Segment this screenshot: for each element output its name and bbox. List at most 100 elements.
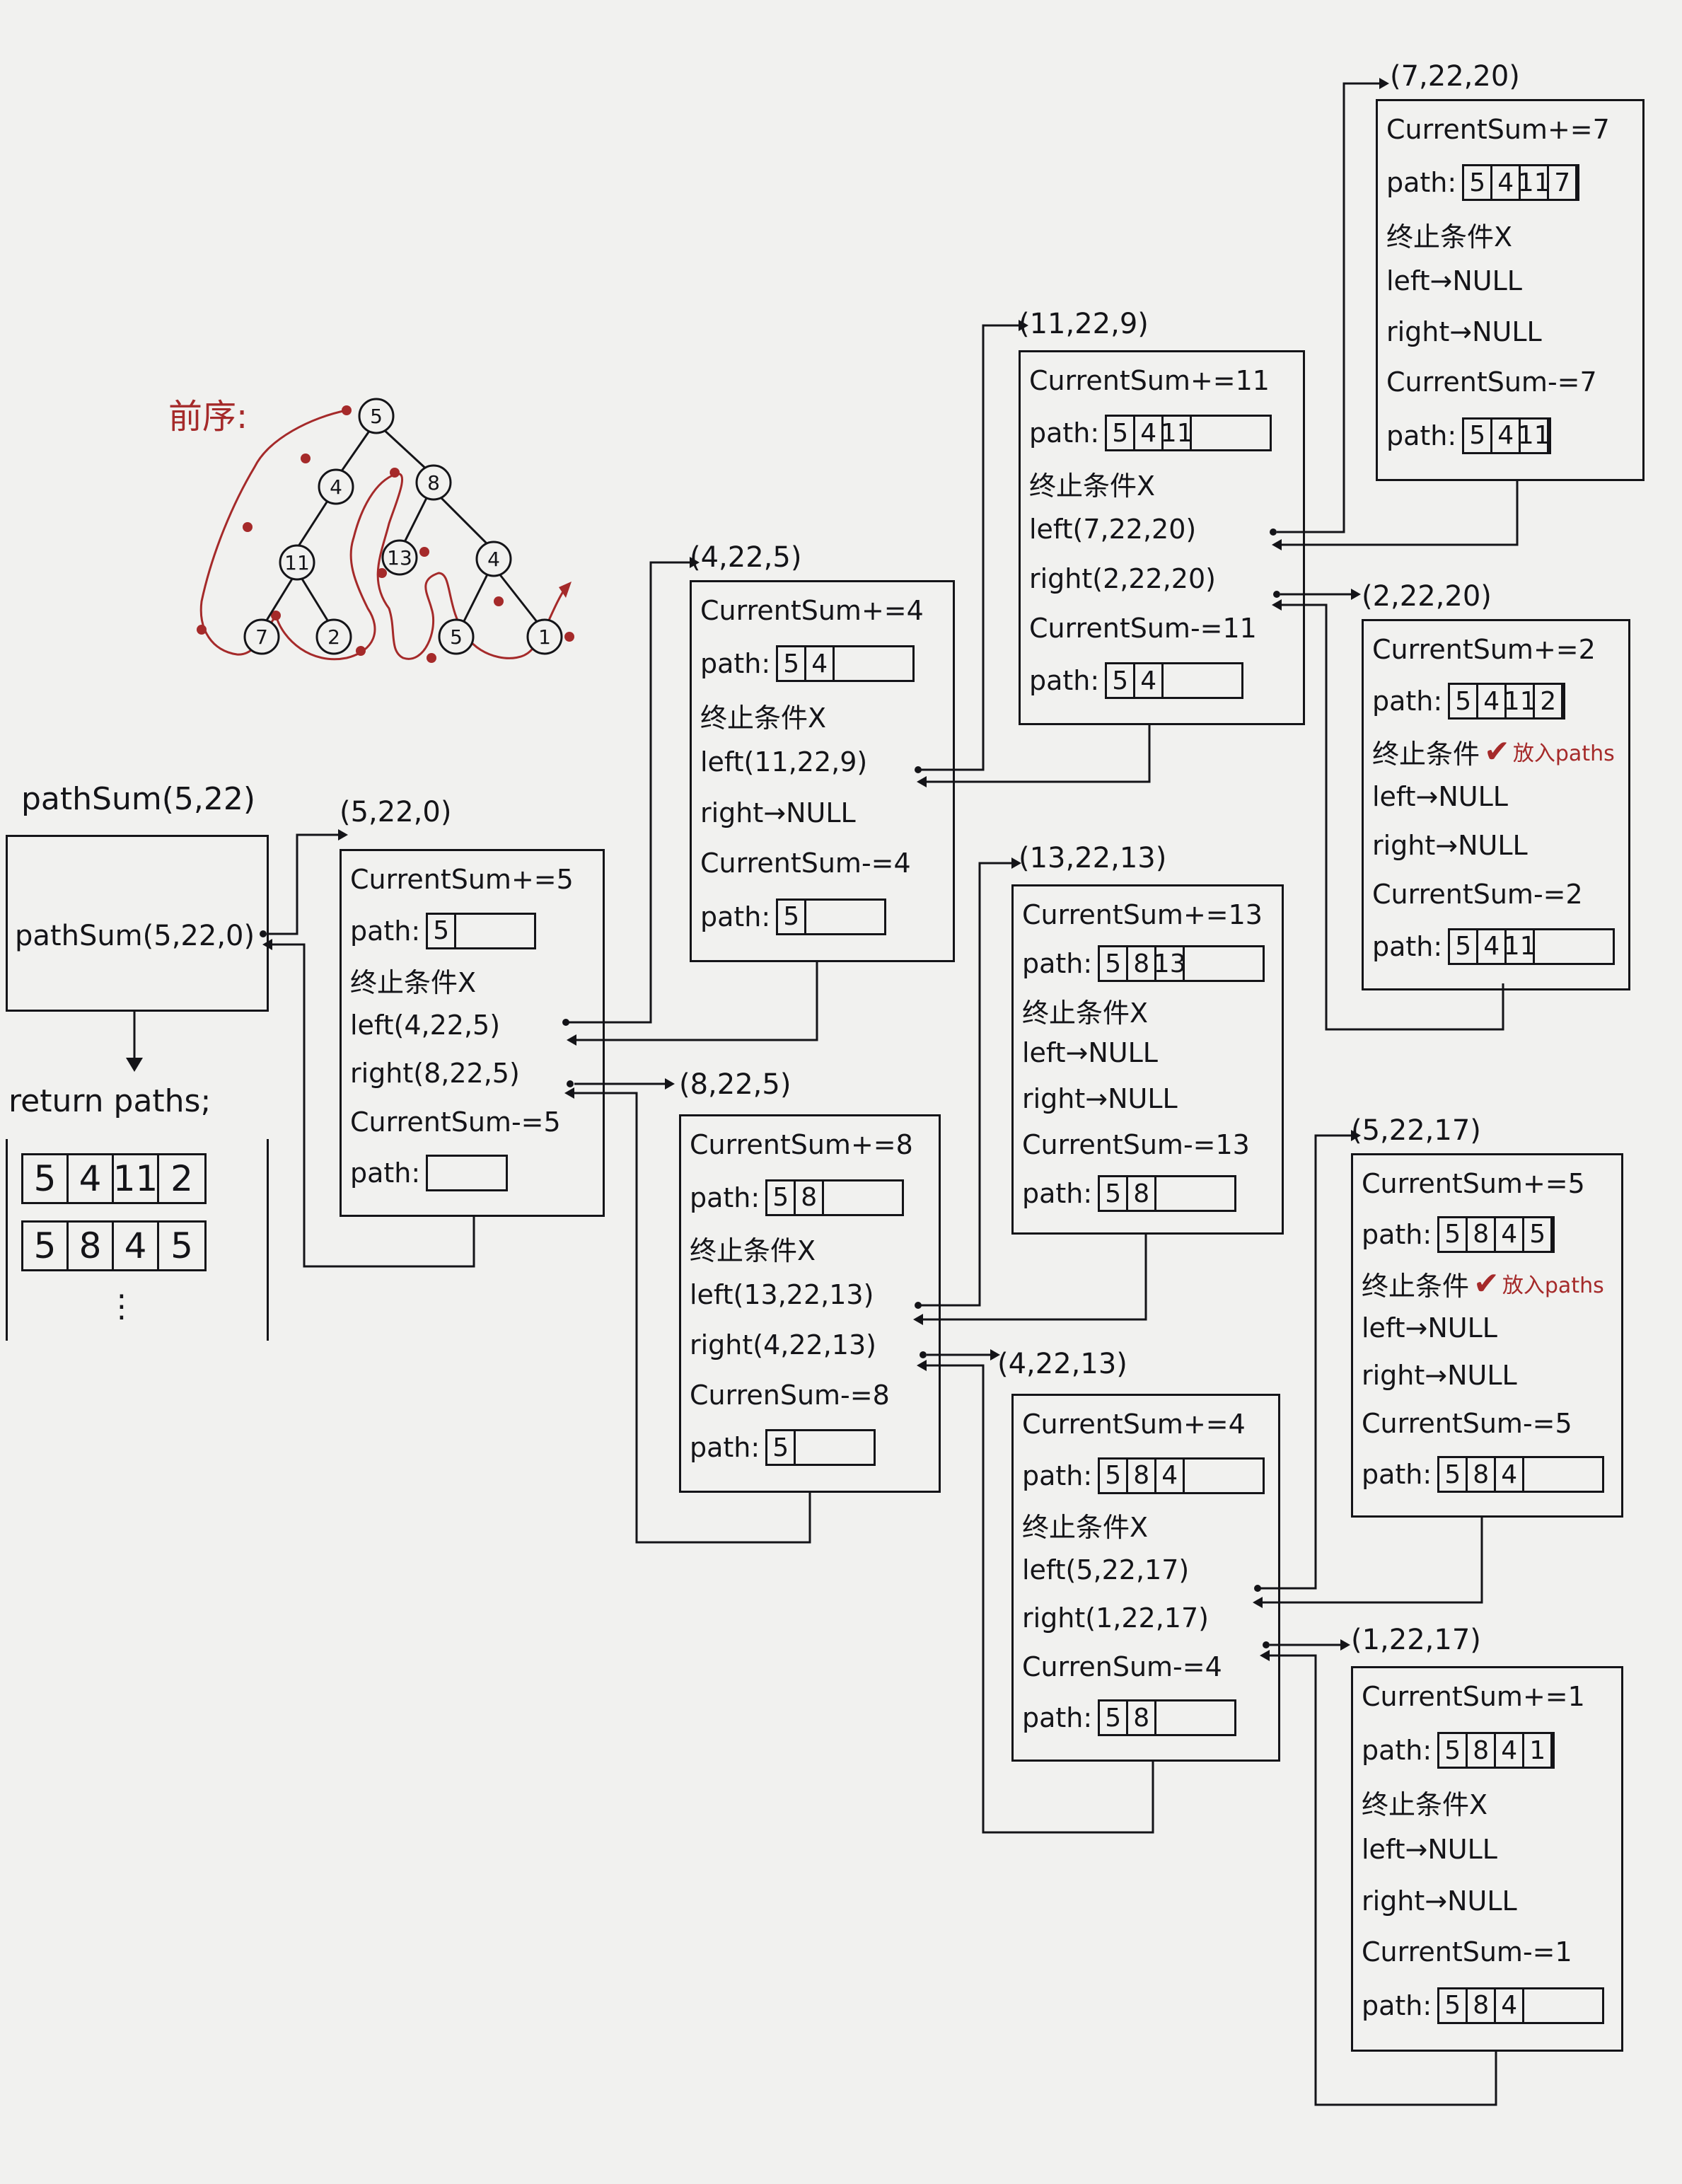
frame-line-text: CurrentSum-=2 xyxy=(1372,879,1583,911)
connector-f9-return-to-f7 xyxy=(1270,1654,1497,2106)
connector-f4-return-to-f2 xyxy=(1282,603,1504,1031)
path-cell: 8 xyxy=(1128,947,1157,980)
frame-call-label: (7,22,20) xyxy=(1390,60,1520,93)
paths-row: 5 4 11 2 xyxy=(21,1153,207,1204)
frame-line-text: left→NULL xyxy=(1362,1312,1497,1344)
frame-line: CurrentSum+=1 xyxy=(1362,1681,1585,1712)
path-cell xyxy=(1535,930,1613,963)
frame-line-text: left(4,22,5) xyxy=(350,1009,501,1041)
connector-f5-return-to-f0 xyxy=(574,1092,811,1544)
tree-node-circle xyxy=(243,618,280,655)
frame-line: 终止条件X xyxy=(700,696,826,735)
frame-line: left→NULL xyxy=(1386,265,1522,296)
path-cell: 11 xyxy=(1504,685,1536,718)
paths-container xyxy=(6,1139,269,1341)
connector-caller-to-f0 xyxy=(267,833,338,935)
frame-line-text: path: xyxy=(1372,930,1443,962)
path-cell: 5 xyxy=(1439,1458,1468,1491)
frame-line: 终止条件X xyxy=(1022,991,1148,1030)
path-cell: 5 xyxy=(1439,1989,1468,2022)
frame-line-text: 终止条件X xyxy=(690,1235,816,1267)
path-cell: 8 xyxy=(1468,1218,1497,1251)
path-cell: 5 xyxy=(1100,1459,1129,1492)
frame-line-text: CurrentSum+=1 xyxy=(1362,1681,1585,1712)
tree-node-value: 5 xyxy=(450,625,463,649)
frame-line: left(11,22,9) xyxy=(700,746,867,778)
path-cell xyxy=(1185,947,1263,980)
connector-f5-left-call xyxy=(920,862,1011,1307)
paths-cell: 4 xyxy=(69,1155,114,1202)
frame-line-text: 终止条件 xyxy=(1372,738,1480,770)
path-cell: 8 xyxy=(1468,1734,1497,1767)
frame-line-text: 终止条件X xyxy=(350,967,477,999)
path-cell: 4 xyxy=(1156,1459,1185,1492)
frame-line: 终止条件X xyxy=(350,961,476,1000)
frame-line-text: CurrentSum+=4 xyxy=(1022,1409,1246,1440)
path-cell xyxy=(1156,1701,1234,1734)
frame-line: left(7,22,20) xyxy=(1029,514,1196,545)
frame-line: CurrentSum-=7 xyxy=(1386,366,1597,398)
connector-f1-return-to-f0 xyxy=(576,962,818,1041)
frame-line: CurrentSum+=5 xyxy=(1362,1168,1585,1199)
preorder-traversal-path xyxy=(199,409,567,661)
preorder-tree: 5 4 8 11 13 4 7 2 5 1 xyxy=(197,398,574,663)
frame-line: 终止条件X xyxy=(1029,464,1155,503)
frame-line-text: CurrentSum-=4 xyxy=(700,848,911,879)
connector-f1-left-call xyxy=(920,324,1019,771)
path-cell: 4 xyxy=(1496,1218,1525,1251)
connector-f0-left-call xyxy=(566,561,690,1024)
path-cell: 5 xyxy=(778,647,807,681)
frame-line: CurrentSum-=4 xyxy=(700,848,911,879)
frame-line-text: 终止条件X xyxy=(1362,1789,1488,1821)
frame-line-text: path: xyxy=(1022,1460,1093,1491)
frame-line-text: CurrentSum+=5 xyxy=(1362,1168,1585,1199)
frame-line: path:5 xyxy=(690,1429,876,1467)
path-cell: 4 xyxy=(1496,1734,1525,1767)
path-cell: 5 xyxy=(767,1431,796,1464)
tree-node-circle xyxy=(381,539,418,576)
path-cell: 4 xyxy=(1478,685,1507,718)
path-cell: 4 xyxy=(1496,1458,1525,1491)
frame-line: CurrentSum-=2 xyxy=(1372,879,1583,910)
tree-node-circle xyxy=(475,541,512,577)
caller-title: pathSum(5,22) xyxy=(21,781,256,817)
paths-cell: 5 xyxy=(170,1225,193,1266)
path-cell: 8 xyxy=(796,1181,825,1214)
frame-line-text: path: xyxy=(1029,665,1100,696)
path-cell: 5 xyxy=(1450,685,1479,718)
tree-node-circle xyxy=(526,618,563,655)
tree-node-value: 8 xyxy=(427,471,440,495)
frame-line: CurrentSum+=4 xyxy=(700,595,924,626)
frame-line-text: 终止条件X xyxy=(1022,998,1149,1029)
frame-call-label: (1,22,17) xyxy=(1351,1624,1481,1656)
frame-line-text: path: xyxy=(350,915,421,947)
frame-line-text: CurrentSum-=5 xyxy=(1362,1408,1572,1440)
frame-line-text: 终止条件 xyxy=(1362,1270,1470,1302)
path-array: 5 xyxy=(765,1429,876,1467)
path-cell: 5 xyxy=(1100,1177,1129,1210)
tree-node-value: 4 xyxy=(330,475,342,499)
frame-line-text: CurrentSum-=7 xyxy=(1386,366,1597,398)
caller-box: pathSum(5,22,0) xyxy=(6,835,269,1012)
path-cell: 4 xyxy=(806,647,835,681)
tree-node-circle xyxy=(415,464,452,501)
path-cell: 11 xyxy=(1161,417,1193,449)
frame-call-label: (8,22,5) xyxy=(679,1068,791,1101)
tree-node-circle xyxy=(315,618,352,655)
path-cell xyxy=(428,1157,506,1189)
frame-line: CurrentSum+=5 xyxy=(350,864,574,895)
